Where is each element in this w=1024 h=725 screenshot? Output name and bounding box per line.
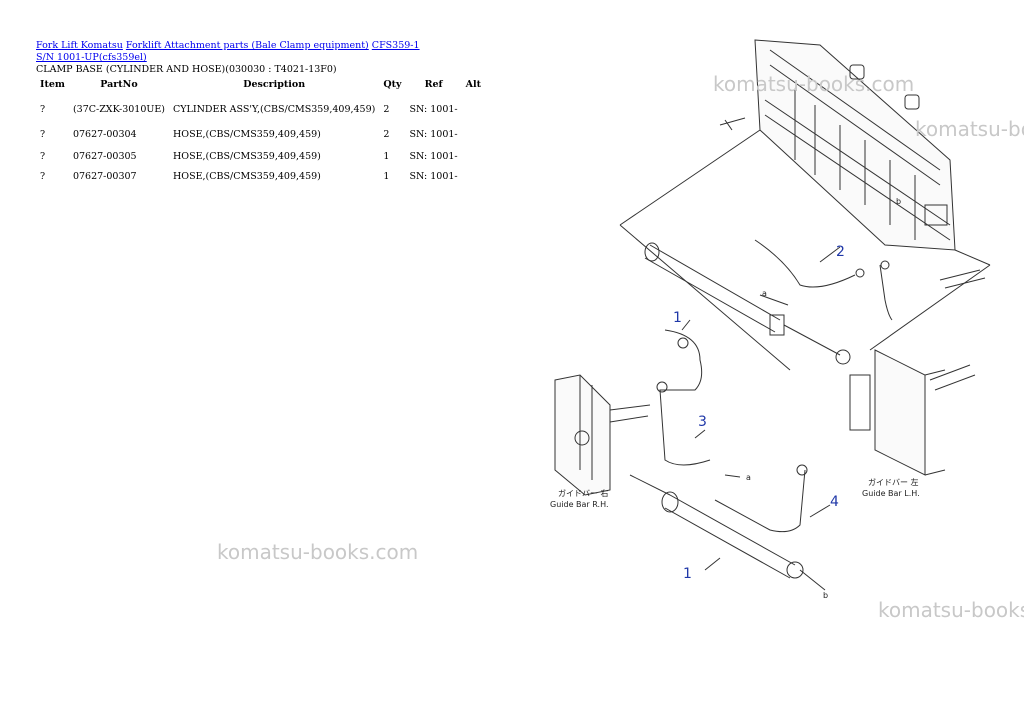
cell-alt <box>462 167 485 187</box>
guide-bar-lh-jp: ガイドバー 左 <box>868 477 919 487</box>
parts-table: Item PartNo Description Qty Ref Alt ? (3… <box>36 78 485 187</box>
cell-ref: SN: 1001- <box>409 128 458 140</box>
col-alt: Alt <box>465 79 482 90</box>
cell-item: ? <box>40 151 46 162</box>
cell-description: CYLINDER ASS'Y,(CBS/CMS359,409,459) <box>173 103 376 115</box>
cell-alt <box>462 122 485 147</box>
guide-bar-lh-en: Guide Bar L.H. <box>862 489 920 498</box>
cell-item: ? <box>40 171 46 182</box>
callout-4: 4 <box>830 494 839 510</box>
breadcrumb-link-attachment[interactable]: Forklift Attachment parts (Bale Clamp eq… <box>125 40 369 51</box>
cell-partno: (37C-ZXK-3010UE) <box>72 103 166 115</box>
table-row: ? 07627-00304 HOSE,(CBS/CMS359,409,459) … <box>36 122 485 147</box>
cell-description: HOSE,(CBS/CMS359,409,459) <box>173 151 321 162</box>
letter-a-lower: a <box>746 473 751 482</box>
cell-ref: SN: 1001- <box>409 171 458 182</box>
cell-description: HOSE,(CBS/CMS359,409,459) <box>173 171 321 182</box>
breadcrumb-link-forklift[interactable]: Fork Lift Komatsu <box>36 40 123 51</box>
letter-b-lower: b <box>823 591 828 600</box>
guide-bar-rh-en: Guide Bar R.H. <box>550 500 609 509</box>
page-title: CLAMP BASE (CYLINDER AND HOSE)(030030 : … <box>36 64 337 75</box>
breadcrumb: Fork Lift Komatsu Forklift Attachment pa… <box>36 40 436 64</box>
watermark-bottom: komatsu-books.com <box>878 598 1024 622</box>
cell-qty: 1 <box>383 151 390 162</box>
cell-item: ? <box>40 128 46 140</box>
exploded-view-svg: 1 2 3 4 1 a b a b ガイドバー 右 Guide Bar R.H.… <box>550 39 991 600</box>
callout-2: 2 <box>836 244 845 260</box>
cell-partno: 07627-00304 <box>72 128 137 140</box>
col-partno: PartNo <box>100 79 138 90</box>
cell-qty: 2 <box>383 128 390 140</box>
col-qty: Qty <box>383 79 402 90</box>
col-item: Item <box>40 79 65 90</box>
table-header-row: Item PartNo Description Qty Ref Alt <box>36 78 485 97</box>
letter-a-upper: a <box>762 289 767 298</box>
cell-qty: 1 <box>383 171 390 182</box>
watermark-right: komatsu-books.com <box>915 117 1024 141</box>
watermark-center: komatsu-books.com <box>217 540 419 564</box>
cell-alt <box>462 97 485 122</box>
cell-description: HOSE,(CBS/CMS359,409,459) <box>173 128 321 140</box>
callout-3: 3 <box>698 414 707 430</box>
callout-1-lower: 1 <box>683 566 692 582</box>
callout-1-upper: 1 <box>673 310 682 326</box>
guide-bar-rh-jp: ガイドバー 右 <box>558 488 609 498</box>
table-row: ? (37C-ZXK-3010UE) CYLINDER ASS'Y,(CBS/C… <box>36 97 485 122</box>
parts-diagram: 1 2 3 4 1 a b a b ガイドバー 右 Guide Bar R.H.… <box>540 30 1024 630</box>
breadcrumb-link-model[interactable]: CFS359-1 S/N 1001-UP(cfs359el) <box>36 40 420 63</box>
cell-qty: 2 <box>383 103 390 115</box>
col-ref: Ref <box>424 79 443 90</box>
cell-ref: SN: 1001- <box>409 151 458 162</box>
cell-alt <box>462 147 485 167</box>
table-row: ? 07627-00307 HOSE,(CBS/CMS359,409,459) … <box>36 167 485 187</box>
cell-partno: 07627-00307 <box>72 171 137 182</box>
table-row: ? 07627-00305 HOSE,(CBS/CMS359,409,459) … <box>36 147 485 167</box>
parts-panel: Fork Lift Komatsu Forklift Attachment pa… <box>36 40 481 187</box>
cell-partno: 07627-00305 <box>72 151 137 162</box>
cell-ref: SN: 1001- <box>409 103 458 115</box>
watermark-top: komatsu-books.com <box>713 72 915 96</box>
col-description: Description <box>243 79 306 90</box>
letter-b-upper: b <box>896 197 901 206</box>
cell-item: ? <box>40 103 46 115</box>
